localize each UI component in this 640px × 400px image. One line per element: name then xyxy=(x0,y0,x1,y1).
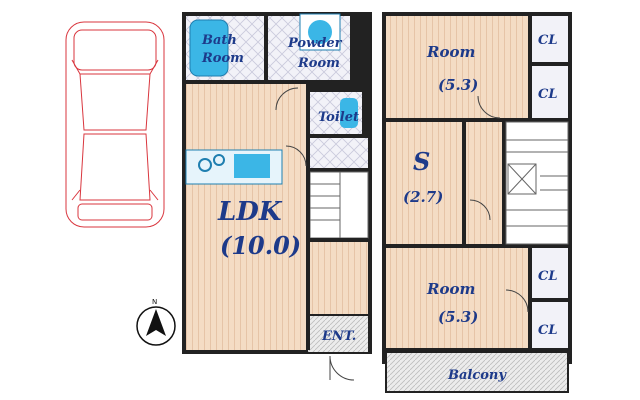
powder-room-label-line2: Room xyxy=(297,56,340,71)
room-top xyxy=(386,16,528,118)
second-floor xyxy=(382,12,572,393)
ldk-size-label: (10.0) xyxy=(220,231,301,260)
staircase-2f xyxy=(505,121,569,245)
closet-top-1 xyxy=(532,16,568,62)
first-floor xyxy=(182,12,372,381)
sink-icon xyxy=(234,154,270,178)
storage-size-label: (2.7) xyxy=(403,188,443,206)
room-top-size-label: (5.3) xyxy=(438,76,478,94)
compass-north-label: N xyxy=(152,298,157,306)
room-bottom-size-label: (5.3) xyxy=(438,308,478,326)
powder-room-label-line1: Powder xyxy=(287,36,343,51)
balcony-label: Balcony xyxy=(447,368,507,383)
room-top-label: Room xyxy=(426,43,475,61)
toilet-icon xyxy=(340,98,358,128)
entrance-label: ENT. xyxy=(321,329,356,344)
entrance xyxy=(308,316,368,352)
ldk-label: LDK xyxy=(217,197,283,227)
closet-label-4: CL xyxy=(538,323,558,338)
staircase xyxy=(309,171,369,239)
room-bottom-label: Room xyxy=(426,280,475,298)
toilet-label: Toilet xyxy=(318,110,359,125)
compass-icon xyxy=(136,306,176,346)
closet-label-1: CL xyxy=(538,33,558,48)
bath-room-label-line2: Room xyxy=(201,51,244,66)
car-icon xyxy=(65,21,165,228)
closet-label-2: CL xyxy=(538,87,558,102)
stove-icon xyxy=(198,158,212,172)
storage-label: S xyxy=(413,147,430,176)
closet-label-3: CL xyxy=(538,269,558,284)
balcony xyxy=(385,351,569,393)
closet-bottom-1 xyxy=(532,248,568,298)
closet-top-2 xyxy=(532,66,568,118)
room-bottom xyxy=(386,248,528,348)
bathtub-icon xyxy=(189,19,229,77)
closet-bottom-2 xyxy=(532,302,568,348)
storage-room xyxy=(386,122,462,244)
bath-room-label-line1: Bath xyxy=(201,33,237,48)
